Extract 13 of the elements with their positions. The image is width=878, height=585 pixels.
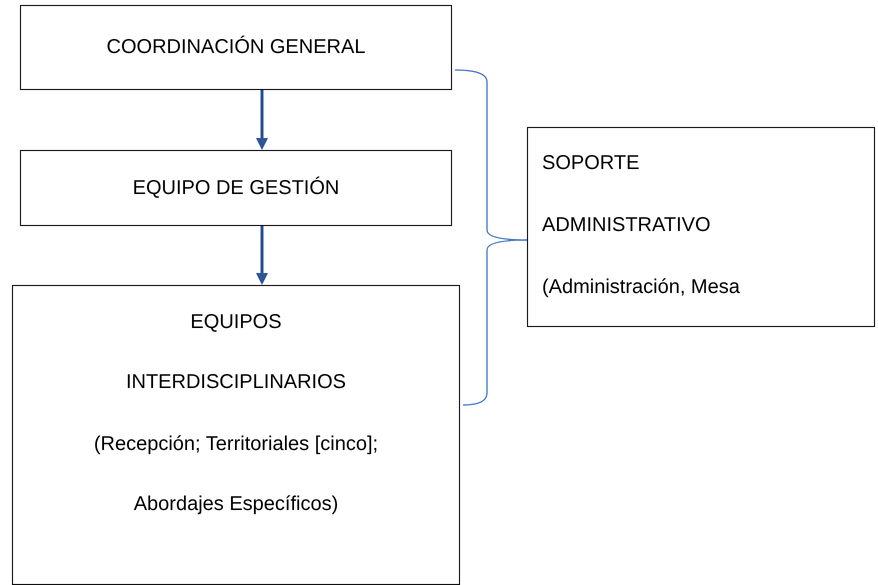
process-box (20, 150, 452, 226)
arrow (256, 226, 268, 285)
process-box (12, 285, 460, 585)
box-text: SOPORTE ADMINISTRATIVO (542, 151, 712, 238)
box-text: COORDINACIÓN GENERAL (106, 36, 366, 59)
process-box (20, 5, 452, 90)
box-text: EQUIPOS INTERDISCIPLINARIOS (124, 310, 348, 395)
process-box (527, 127, 875, 327)
box-text: EQUIPO DE GESTIÓN (132, 176, 340, 200)
arrow (256, 90, 268, 150)
box-text: (Administración, Mesa (542, 275, 740, 300)
box-text: (Recepción; Territoriales [cinco]; Abordajes Específicos) (92, 432, 380, 517)
brace-line (462, 239, 527, 406)
